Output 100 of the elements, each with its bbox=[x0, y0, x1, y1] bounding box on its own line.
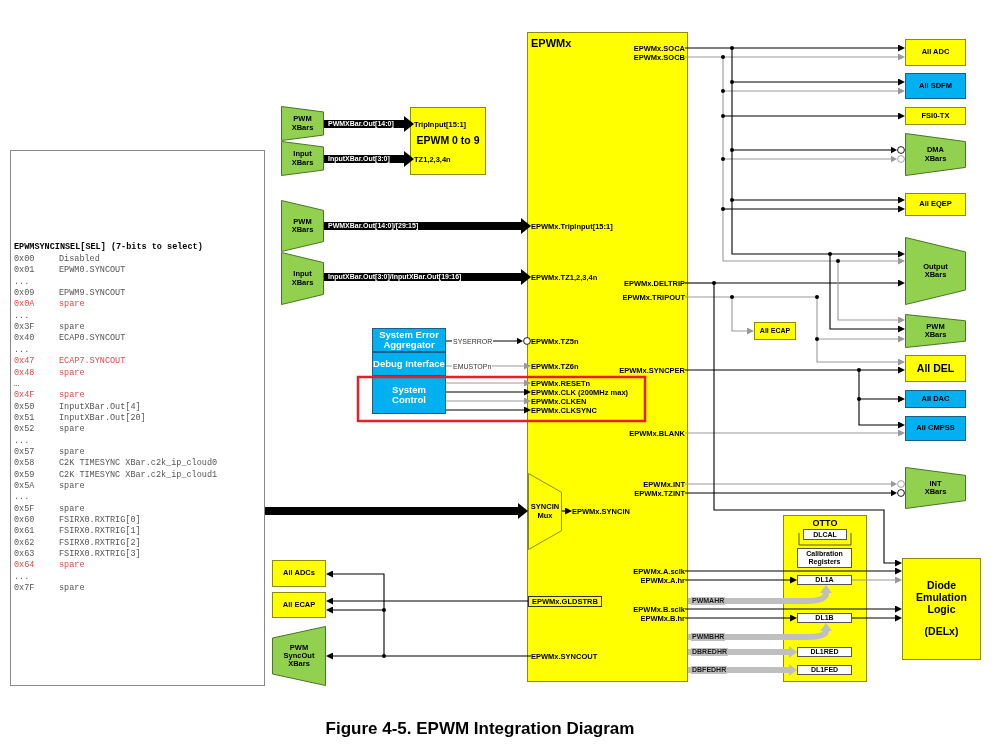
block-title: OTTO bbox=[812, 519, 838, 529]
arrow bbox=[829, 250, 905, 258]
module-block bbox=[783, 515, 867, 682]
module-box: Debug Interface bbox=[372, 352, 446, 376]
hex-code: 0x59 bbox=[14, 469, 35, 480]
connector-line bbox=[383, 609, 385, 657]
arrow bbox=[722, 155, 905, 163]
hex-code: 0x5F bbox=[14, 503, 35, 514]
ellipsis-text: ... bbox=[14, 571, 30, 582]
arrow bbox=[722, 53, 905, 61]
arrow bbox=[445, 388, 531, 396]
hex-code: 0x0A bbox=[14, 299, 35, 310]
connector-line bbox=[684, 296, 733, 298]
arrow bbox=[561, 507, 572, 515]
arrow bbox=[816, 338, 905, 366]
hex-code: 0x47 bbox=[14, 356, 35, 367]
arrow bbox=[858, 398, 905, 429]
connector-line bbox=[383, 655, 532, 657]
source-name: InputXBar.Out[4] bbox=[59, 401, 141, 412]
connector-line bbox=[684, 47, 733, 49]
arrow bbox=[731, 146, 905, 154]
source-name: spare bbox=[59, 446, 85, 457]
source-name: FSIRX0.RXTRIG[1] bbox=[59, 526, 141, 537]
hex-code: 0x61 bbox=[14, 526, 35, 537]
hex-code: 0x57 bbox=[14, 446, 35, 457]
arrow bbox=[722, 87, 905, 95]
source-name: spare bbox=[59, 481, 85, 491]
connector-line bbox=[731, 47, 733, 83]
arrow bbox=[816, 335, 905, 343]
arrow bbox=[731, 296, 754, 335]
hex-code: 0x7F bbox=[14, 583, 35, 594]
ellipsis-text: … bbox=[14, 378, 20, 389]
figure-caption: Figure 4-5. EPWM Integration Diagram bbox=[325, 719, 635, 739]
arrow bbox=[858, 366, 905, 374]
connector-line bbox=[731, 149, 733, 201]
block-title: EPWM 0 to 9 bbox=[416, 135, 480, 147]
arrow bbox=[713, 282, 902, 567]
arrow bbox=[684, 480, 905, 488]
arrow bbox=[684, 605, 902, 613]
source-name: spare bbox=[59, 424, 85, 435]
hex-code: 0x52 bbox=[14, 424, 35, 435]
arrow bbox=[684, 567, 902, 575]
arrow bbox=[326, 597, 529, 605]
connector-line bbox=[731, 296, 818, 340]
hex-code: 0x64 bbox=[14, 560, 35, 571]
arrow bbox=[326, 606, 385, 614]
arrow bbox=[837, 260, 905, 324]
hex-code: 0x4F bbox=[14, 390, 35, 401]
source-name: spare bbox=[59, 390, 85, 401]
source-name: C2K TIMESYNC XBar.c2k_ip_cloud1 bbox=[59, 469, 218, 480]
source-name: ECAP7.SYNCOUT bbox=[59, 356, 126, 367]
ellipsis-text: ... bbox=[14, 276, 30, 287]
hex-code: 0x5A bbox=[14, 481, 35, 491]
hex-code: 0x60 bbox=[14, 515, 35, 526]
arrow bbox=[445, 397, 531, 405]
arrow bbox=[837, 257, 905, 265]
hex-code: 0x3F bbox=[14, 322, 35, 333]
arrow bbox=[684, 614, 797, 622]
source-name: EPWM9.SYNCOUT bbox=[59, 288, 126, 299]
hex-code: 0x63 bbox=[14, 549, 35, 560]
source-name: EPWM0.SYNCOUT bbox=[59, 265, 126, 276]
arrow bbox=[684, 489, 905, 497]
bus-arrow bbox=[265, 503, 528, 519]
arrow bbox=[731, 196, 905, 204]
source-name: spare bbox=[59, 367, 85, 378]
source-name: FSIRX0.RXTRIG[3] bbox=[59, 549, 141, 560]
source-name: FSIRX0.RXTRIG[0] bbox=[59, 515, 141, 526]
connector-line bbox=[731, 81, 733, 151]
source-name: spare bbox=[59, 322, 85, 333]
source-name: InputXBar.Out[20] bbox=[59, 412, 146, 423]
arrow bbox=[684, 429, 905, 437]
ellipsis-text: ... bbox=[14, 310, 30, 321]
hex-code: 0x50 bbox=[14, 401, 35, 412]
arrow bbox=[731, 44, 905, 52]
source-name: spare bbox=[59, 583, 85, 594]
source-name: ECAP0.SYNCOUT bbox=[59, 333, 126, 344]
connector-line bbox=[722, 115, 724, 160]
connector-line bbox=[722, 208, 839, 262]
arrow bbox=[851, 614, 902, 622]
arrow bbox=[858, 395, 905, 403]
hex-code: 0x58 bbox=[14, 458, 35, 469]
connector-line bbox=[684, 369, 860, 371]
connector-line bbox=[731, 199, 831, 255]
arrow bbox=[722, 205, 905, 213]
block-title: EPWMx bbox=[531, 37, 572, 50]
arrow bbox=[722, 112, 905, 120]
connector-line bbox=[858, 369, 860, 400]
source-name: spare bbox=[59, 299, 85, 310]
source-name: Disabled bbox=[59, 254, 100, 264]
connector-line bbox=[722, 158, 724, 210]
ellipsis-text: ... bbox=[14, 435, 30, 446]
ellipsis-text: ... bbox=[14, 344, 30, 355]
arrow bbox=[829, 253, 905, 333]
source-name: spare bbox=[59, 503, 85, 514]
arrow bbox=[713, 279, 905, 287]
register-table-panel bbox=[10, 150, 265, 686]
arrow bbox=[445, 406, 531, 414]
source-name: C2K TIMESYNC XBar.c2k_ip_cloud0 bbox=[59, 458, 218, 469]
connector-line bbox=[722, 56, 724, 92]
hex-code: 0x09 bbox=[14, 288, 35, 299]
